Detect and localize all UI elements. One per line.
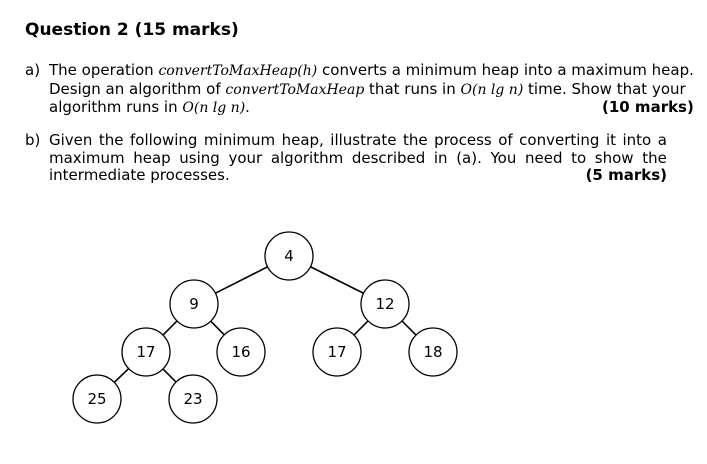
heap-node: 16 (216, 327, 266, 377)
heap-node-circle (264, 231, 314, 281)
heap-edge (162, 320, 178, 336)
part-a-line-2-text-2: that runs in (364, 79, 461, 98)
heap-node-label: 4 (284, 247, 294, 265)
heap-node-label: 17 (327, 343, 346, 361)
heap-node-circle (168, 374, 218, 424)
part-b-line-1-word: a (657, 131, 667, 149)
part-b-line-2-word: algorithm (270, 148, 344, 167)
heap-node-circle (121, 327, 171, 377)
part-a-line-2-math-2: O(n lg n) (460, 81, 524, 98)
part-b-line-2-word: in (433, 148, 448, 167)
part-a-line-2: Design an algorithm of convertToMaxHeap … (49, 79, 694, 100)
part-a-line-3-text-1: algorithm runs in (49, 98, 183, 116)
heap-node-circle (169, 279, 219, 329)
part-a-label: a) (25, 61, 41, 79)
part-b-line-3-text: intermediate processes. (49, 166, 230, 184)
part-b-line-2-word: heap (133, 148, 171, 167)
part-b-line-2-word: described (351, 148, 426, 167)
heap-node-circle (312, 327, 362, 377)
part-a-line-1-text-2: converts a minimum heap into a maximum h… (317, 61, 694, 79)
heap-node: 4 (264, 231, 314, 281)
part-b-line-2-word: need (524, 148, 563, 167)
heap-node-label: 9 (189, 295, 199, 313)
part-b-line-3: intermediate processes. (5 marks) (49, 166, 667, 185)
heap-edge (113, 368, 130, 383)
part-b: b) Given the following minimum heap, illustra… (25, 131, 667, 185)
heap-node: 12 (360, 279, 410, 329)
heap-node-circle (216, 327, 266, 377)
part-a-line-1: The operation convertToMaxHeap(h) conver… (49, 61, 694, 81)
heap-node: 25 (72, 374, 122, 424)
heap-edge (310, 266, 364, 294)
heap-edge (210, 320, 225, 336)
heap-node-label: 25 (87, 390, 106, 408)
part-b-marks: (5 marks) (585, 166, 667, 184)
part-b-label: b) (25, 131, 41, 149)
part-a-line-3: algorithm runs in O(n lg n). (10 marks) (49, 98, 694, 118)
part-a-line-3-math-1: O(n lg n) (182, 100, 246, 116)
part-a-marks: (10 marks) (601, 98, 694, 116)
part-b-line-1-word: the (98, 131, 124, 149)
part-a-text: The operation convertToMaxHeap(h) conver… (49, 61, 694, 118)
question-title: Question 2 (15 marks) (25, 20, 239, 40)
heap-node-label: 12 (375, 295, 394, 313)
part-b-line-1-word: heap, (281, 131, 324, 149)
heap-node-label: 18 (423, 343, 442, 361)
heap-node: 17 (312, 327, 362, 377)
part-b-line-2-word: to (571, 148, 587, 167)
part-b-line-2: maximum heap using your algorithm described in… (49, 148, 667, 168)
part-b-line-1: Given the following minimum heap, illustrate t… (49, 131, 667, 150)
part-b-line-2-word: You (490, 148, 517, 167)
part-b-line-2-word: your (228, 148, 263, 167)
heap-node: 17 (121, 327, 171, 377)
part-a-line-2-text-3: time. Show that your (523, 79, 686, 98)
heap-node: 9 (169, 279, 219, 329)
part-a-line-2-text-1: Design an algorithm of (49, 79, 226, 98)
part-b-line-2-word: (a). (456, 148, 482, 167)
heap-node-circle (408, 327, 458, 377)
part-b-line-1-word: converting (519, 131, 600, 149)
part-a-line-1-math-1: convertToMaxHeap(h) (158, 63, 318, 79)
heap-node-label: 16 (231, 343, 250, 361)
part-b-line-1-word: process (434, 131, 492, 149)
part-b-line-1-word: of (498, 131, 513, 149)
part-a-line-1-text-1: The operation (49, 61, 159, 79)
part-b-line-1-word: it (605, 131, 616, 149)
part-b-line-1-word: following (130, 131, 198, 149)
heap-edge (353, 320, 369, 336)
heap-node: 18 (408, 327, 458, 377)
heap-edge (215, 266, 268, 294)
heap-edges (113, 266, 417, 383)
heap-edge (162, 368, 177, 383)
part-b-line-1-word: illustrate (330, 131, 397, 149)
part-a-line-2-math-1: convertToMaxHeap (225, 81, 365, 98)
part-b-line-1-word: Given (49, 131, 93, 149)
part-a: a) The operation convertToMaxHeap(h) con… (25, 61, 694, 118)
part-b-line-2-word: the (642, 148, 667, 167)
part-b-line-2-word: maximum (49, 148, 125, 167)
part-b-line-2-word: show (594, 148, 634, 167)
part-b-line-1-word: the (402, 131, 428, 149)
heap-node: 23 (168, 374, 218, 424)
part-b-text: Given the following minimum heap, illustrate t… (49, 131, 667, 185)
heap-node-label: 17 (136, 343, 155, 361)
heap-node-label: 23 (183, 390, 202, 408)
part-b-line-2-word: using (179, 148, 220, 167)
part-b-line-1-word: into (622, 131, 652, 149)
heap-nodes: 4 9 12 17 16 17 18 25 23 (72, 231, 458, 424)
heap-edge (401, 320, 417, 336)
heap-node-circle (72, 374, 122, 424)
heap-node-circle (360, 279, 410, 329)
part-a-line-3-body: algorithm runs in O(n lg n). (49, 98, 250, 118)
part-b-line-1-word: minimum (203, 131, 276, 149)
part-a-line-3-text-2: . (245, 98, 250, 116)
